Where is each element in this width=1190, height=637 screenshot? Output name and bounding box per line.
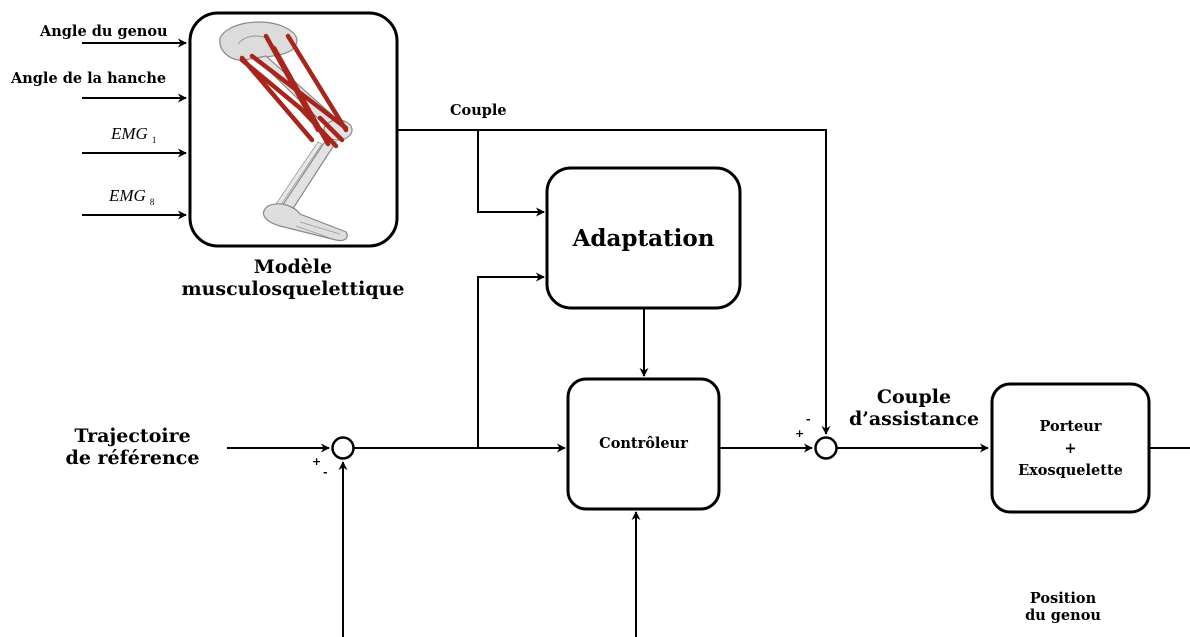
left-minus-sign: - [323,466,328,479]
emg1-index: 1 [151,135,157,146]
controller-label: Contrôleur [599,435,688,452]
knee-angle-label: Angle du genou [40,23,168,40]
emg8-base: EMG [109,186,146,205]
error-to-adaptation-line [477,272,545,448]
assist-torque-line2: d’assistance [848,407,980,430]
reference-label-line1: Trajectoire [74,425,191,447]
leg-skeleton-illustration [219,21,353,242]
knee-position-line2: du genou [1025,606,1101,624]
hip-angle-label: Angle de la hanche [11,70,167,87]
left-plus-sign: + [312,455,322,468]
reference-label-line2: de référence [65,446,200,469]
error-summing-junction [331,436,355,460]
torque-label: Couple [450,102,507,119]
assist-torque-line1: Couple [876,386,952,408]
model-caption: Modèle musculosquelettique [153,256,433,301]
plant-label: Porteur + Exosquelette [992,416,1149,482]
assist-torque-label: Couple d’assistance [836,386,992,431]
right-minus-sign: - [806,413,811,426]
plant-label-line2: + [1064,440,1077,457]
adaptation-label: Adaptation [572,225,715,252]
torque-to-sum-line [397,129,831,435]
torque-to-adaptation-line [477,130,545,217]
knee-position-line1: Position [1029,590,1097,607]
controller-block [566,377,721,511]
model-caption-line1: Modèle [253,256,333,278]
assist-summing-junction [814,436,838,460]
emg8-index: 8 [149,197,155,208]
reference-label: Trajectoire de référence [50,425,215,470]
model-caption-line2: musculosquelettique [181,277,405,300]
knee-position-label: Position du genou [998,590,1128,624]
plant-label-line1: Porteur [1039,418,1102,435]
emg1-base: EMG [111,124,148,143]
right-plus-sign: + [795,427,805,440]
plant-label-line3: Exosquelette [1018,462,1123,479]
